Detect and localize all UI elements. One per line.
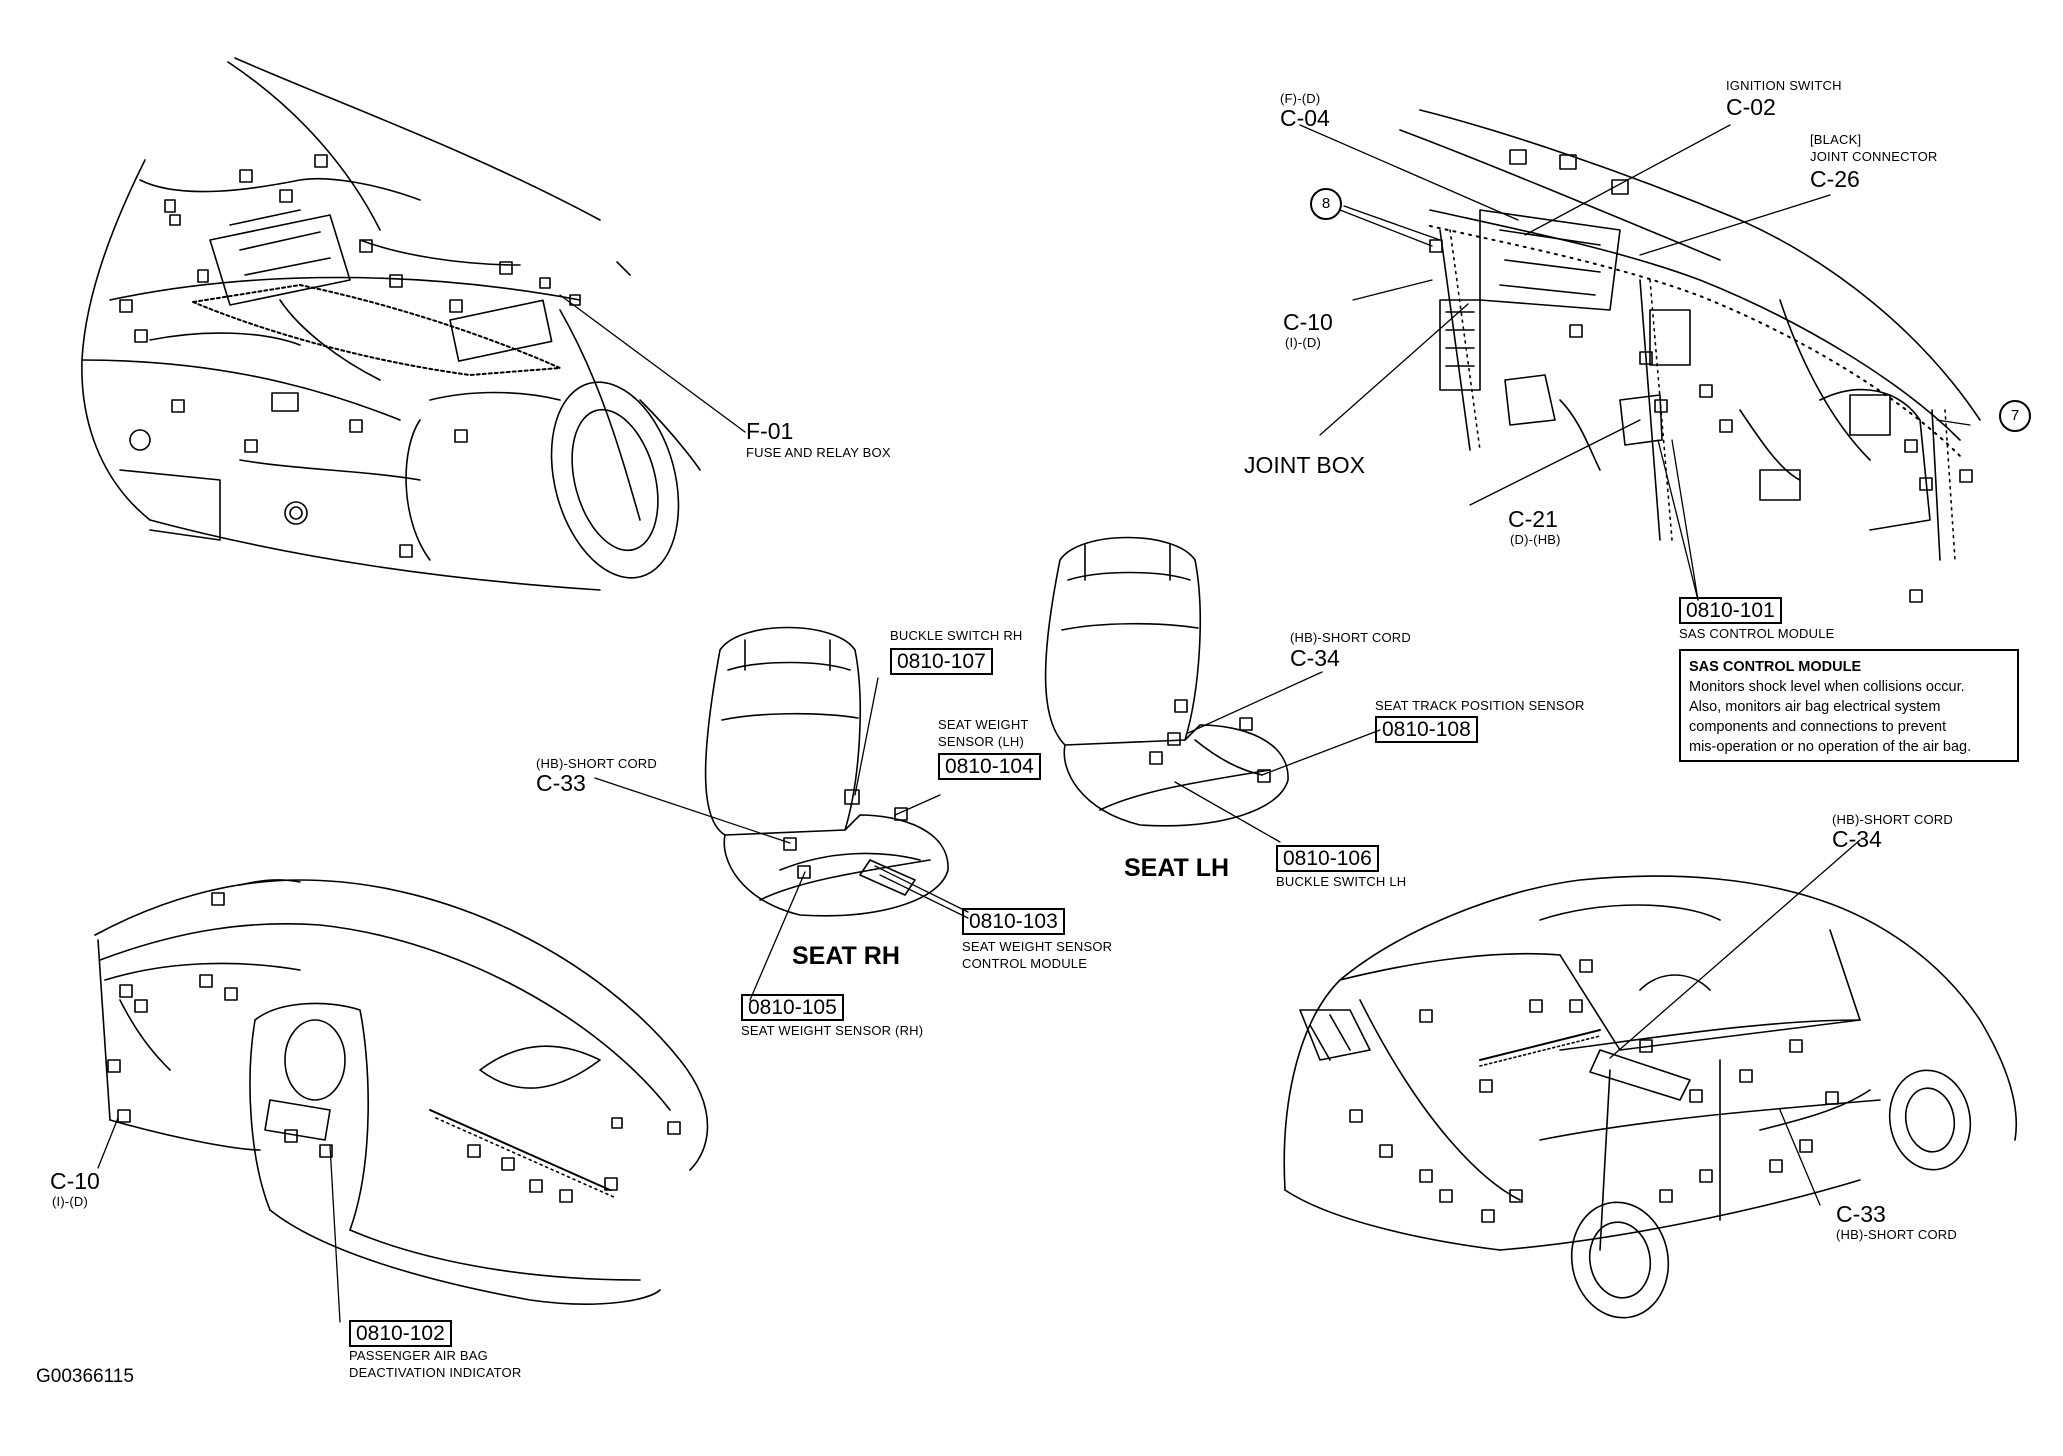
c04-code: C-04 [1280,105,1330,131]
c02-desc: IGNITION SWITCH [1726,78,1842,93]
p101-code: 0810-101 [1679,597,1782,625]
c33-van-sub: (HB)-SHORT CORD [1836,1227,1957,1242]
c10-dash-sub: (I)-(D) [52,1194,89,1209]
p104-code: 0810-104 [938,753,1041,781]
p104-desc2: SENSOR (LH) [938,734,1024,749]
c21-code: C-21 [1508,506,1558,532]
instrument-panel-drawing [1399,109,1981,603]
sas-control-module-note: SAS CONTROL MODULE Monitors shock level … [1679,649,2019,762]
c33-van-code: C-33 [1836,1201,1886,1227]
f01-code: F-01 [746,418,794,444]
joint-box-label: JOINT BOX [1244,452,1365,478]
c34-seat-code: C-34 [1290,645,1340,671]
c10-top-code: C-10 [1283,309,1333,335]
callout-bubble-8: 8 [1310,188,1342,220]
seat-lh-drawing [1044,536,1289,827]
c26-sub2: JOINT CONNECTOR [1810,149,1938,164]
p107-desc: BUCKLE SWITCH RH [890,628,1023,643]
p106-desc: BUCKLE SWITCH LH [1276,874,1407,889]
p101-desc: SAS CONTROL MODULE [1679,626,1835,641]
c26-code: C-26 [1810,166,1860,192]
p108-desc: SEAT TRACK POSITION SENSOR [1375,698,1585,713]
p103-desc1: SEAT WEIGHT SENSOR [962,939,1113,954]
sas-note-line: components and connections to prevent [1689,719,1947,735]
c10-top-sub: (I)-(D) [1285,335,1322,350]
p104-desc1: SEAT WEIGHT [938,717,1029,732]
engine-bay-drawing [81,57,701,591]
p105-code: 0810-105 [741,994,844,1022]
p107-code: 0810-107 [890,648,993,676]
sas-note-line: mis-operation or no operation of the air… [1689,739,1972,755]
p106-code: 0810-106 [1276,845,1379,873]
c34-van-sub: (HB)-SHORT CORD [1832,812,1953,827]
callout-bubble-7: 7 [1999,400,2031,432]
sas-note-title: SAS CONTROL MODULE [1689,659,1862,675]
p108-code: 0810-108 [1375,716,1478,744]
leader-lines [97,124,1971,1323]
c33-seat-sub: (HB)-SHORT CORD [536,756,657,771]
c04-sub: (F)-(D) [1280,91,1321,106]
sas-note-line: Also, monitors air bag electrical system [1689,699,1941,715]
seat-rh-title: SEAT RH [792,942,900,970]
c34-seat-sub: (HB)-SHORT CORD [1290,630,1411,645]
c21-sub: (D)-(HB) [1510,532,1561,547]
c34-van-code: C-34 [1832,826,1882,852]
p105-desc: SEAT WEIGHT SENSOR (RH) [741,1023,924,1038]
seat-rh-drawing [704,626,949,917]
c10-dash-code: C-10 [50,1168,100,1194]
seat-lh-title: SEAT LH [1124,854,1230,882]
c26-sub1: [BLACK] [1810,132,1862,147]
minivan-drawing [1283,875,2018,1319]
sas-note-line: Monitors shock level when collisions occ… [1689,679,1965,695]
f01-desc: FUSE AND RELAY BOX [746,445,891,460]
dashboard-drawing [94,879,709,1305]
p102-desc2: DEACTIVATION INDICATOR [349,1365,522,1380]
figure-id: G00366115 [36,1366,134,1387]
p103-code: 0810-103 [962,908,1065,936]
p103-desc2: CONTROL MODULE [962,956,1088,971]
c02-code: C-02 [1726,94,1776,120]
p102-desc1: PASSENGER AIR BAG [349,1348,488,1363]
c33-seat-code: C-33 [536,770,586,796]
p102-code: 0810-102 [349,1320,452,1348]
